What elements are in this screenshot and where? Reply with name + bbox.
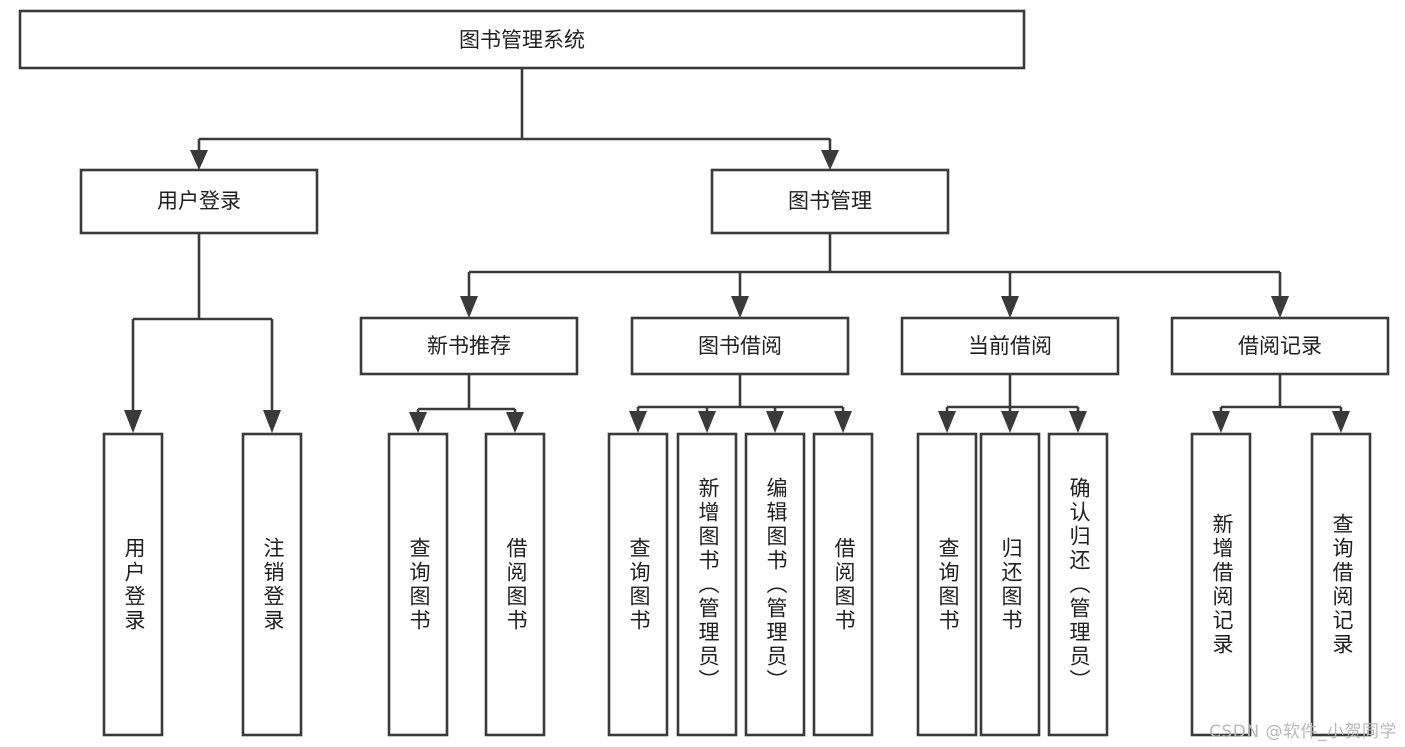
node-borrow-record-box[interactable] — [1170, 316, 1390, 376]
node-leaf-user-logout-label: 注销登录 — [261, 537, 285, 633]
node-leaf-user-logout[interactable]: 注销登录 — [241, 432, 303, 737]
node-leaf-query-book-3-label: 查询图书 — [936, 537, 960, 633]
node-current-borrow[interactable]: 当前借阅 — [900, 316, 1120, 376]
node-root[interactable]: 图书管理系统 — [18, 9, 1026, 70]
connectors-bookborrow-to-leaves — [629, 374, 852, 433]
node-leaf-return-book[interactable]: 归还图书 — [979, 432, 1041, 737]
node-book-management-box[interactable] — [710, 168, 950, 235]
node-book-borrow-box[interactable] — [630, 316, 850, 376]
node-leaf-borrow-book-2-box[interactable] — [812, 432, 874, 737]
node-root-box[interactable] — [18, 9, 1026, 70]
node-leaf-add-record[interactable]: 新增借阅记录 — [1190, 432, 1252, 737]
connectors-root-to-level2 — [190, 68, 839, 170]
node-leaf-add-book-label: 新增图书（管理员） — [696, 477, 720, 693]
node-leaf-borrow-book-2[interactable]: 借阅图书 — [812, 432, 874, 737]
node-root-label: 图书管理系统 — [459, 28, 585, 52]
node-leaf-confirm-return-label: 确认归还（管理员） — [1067, 477, 1091, 693]
node-leaf-query-book-3-box[interactable] — [916, 432, 978, 737]
node-leaf-query-book-1-box[interactable] — [387, 432, 449, 737]
connectors-borrowrecord-to-leaves — [1212, 374, 1350, 433]
node-new-book-recommend-label: 新书推荐 — [427, 334, 511, 358]
node-leaf-user-login[interactable]: 用户登录 — [102, 432, 164, 737]
node-leaf-query-record-label: 查询借阅记录 — [1330, 513, 1354, 657]
node-book-management[interactable]: 图书管理 — [710, 168, 950, 235]
node-leaf-return-book-box[interactable] — [979, 432, 1041, 737]
connectors-newbook-to-leaves — [409, 374, 524, 433]
node-leaf-query-record-box[interactable] — [1310, 432, 1372, 737]
node-leaf-edit-book-box[interactable] — [744, 432, 806, 737]
node-leaf-return-book-label: 归还图书 — [999, 537, 1023, 633]
node-leaf-user-login-box[interactable] — [102, 432, 164, 737]
node-borrow-record-label: 借阅记录 — [1238, 334, 1322, 358]
node-current-borrow-box[interactable] — [900, 316, 1120, 376]
node-book-borrow[interactable]: 图书借阅 — [630, 316, 850, 376]
node-leaf-edit-book[interactable]: 编辑图书（管理员） — [744, 432, 806, 737]
node-leaf-add-record-label: 新增借阅记录 — [1210, 513, 1234, 657]
node-leaf-query-book-1[interactable]: 查询图书 — [387, 432, 449, 737]
node-leaf-query-book-2[interactable]: 查询图书 — [607, 432, 669, 737]
node-user-login-box[interactable] — [79, 168, 319, 235]
node-leaf-add-book-box[interactable] — [676, 432, 738, 737]
node-new-book-recommend-box[interactable] — [359, 316, 579, 376]
node-leaf-add-record-box[interactable] — [1190, 432, 1252, 737]
node-leaf-borrow-book-1-label: 借阅图书 — [504, 537, 528, 633]
node-leaf-query-book-2-label: 查询图书 — [627, 537, 651, 633]
node-leaf-user-logout-box[interactable] — [241, 432, 303, 737]
node-leaf-edit-book-label: 编辑图书（管理员） — [764, 477, 788, 693]
node-user-login-label: 用户登录 — [157, 189, 241, 213]
node-leaf-add-book[interactable]: 新增图书（管理员） — [676, 432, 738, 737]
node-leaf-query-book-3[interactable]: 查询图书 — [916, 432, 978, 737]
node-leaf-query-book-2-box[interactable] — [607, 432, 669, 737]
node-leaf-confirm-return[interactable]: 确认归还（管理员） — [1047, 432, 1109, 737]
node-leaf-borrow-book-1-box[interactable] — [484, 432, 546, 737]
node-leaf-query-record[interactable]: 查询借阅记录 — [1310, 432, 1372, 737]
node-book-management-label: 图书管理 — [788, 189, 872, 213]
node-leaf-query-book-1-label: 查询图书 — [407, 537, 431, 633]
node-leaf-user-login-label: 用户登录 — [122, 537, 146, 633]
connectors-userlogin-to-leaves — [124, 233, 281, 433]
node-leaf-confirm-return-box[interactable] — [1047, 432, 1109, 737]
node-current-borrow-label: 当前借阅 — [968, 334, 1052, 358]
node-new-book-recommend[interactable]: 新书推荐 — [359, 316, 579, 376]
node-leaf-borrow-book-1[interactable]: 借阅图书 — [484, 432, 546, 737]
node-borrow-record[interactable]: 借阅记录 — [1170, 316, 1390, 376]
node-book-borrow-label: 图书借阅 — [698, 334, 782, 358]
node-leaf-borrow-book-2-label: 借阅图书 — [832, 537, 856, 633]
node-user-login[interactable]: 用户登录 — [79, 168, 319, 235]
connectors-currentborrow-to-leaves — [938, 374, 1087, 433]
connectors-bookmgmt-to-level3 — [460, 233, 1289, 318]
